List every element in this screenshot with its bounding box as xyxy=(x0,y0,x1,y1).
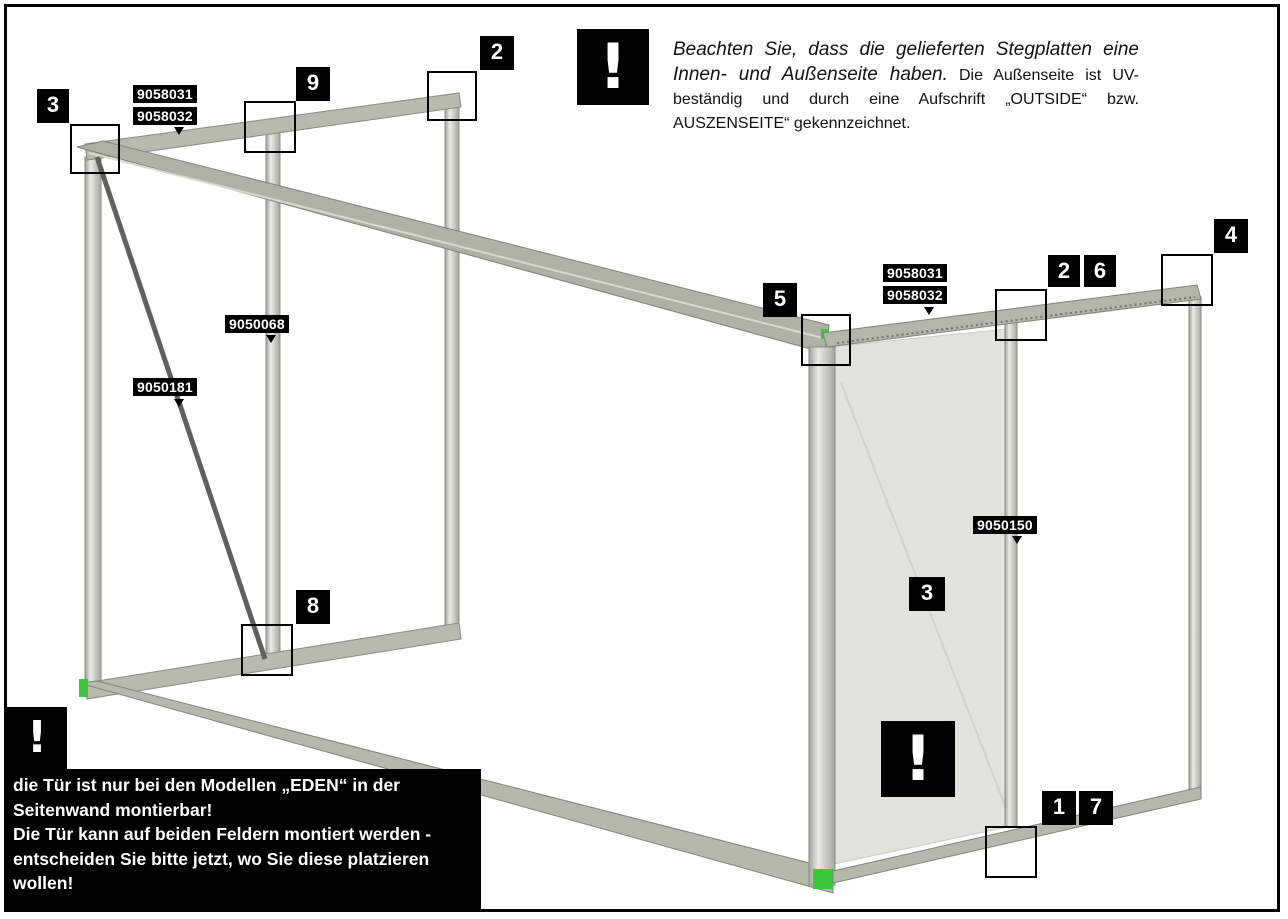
callout-box-9 xyxy=(244,101,296,153)
part-code-pointer xyxy=(1012,536,1022,544)
part-code-pointer xyxy=(924,307,934,315)
step-number-6: 6 xyxy=(1084,255,1116,287)
post-back-left xyxy=(84,156,102,688)
part-code-pointer xyxy=(266,335,276,343)
part-code-label: 9058032 xyxy=(883,286,947,304)
door-notice-line2: Die Tür kann auf beiden Feldern montiert… xyxy=(13,824,432,893)
brace-9050181 xyxy=(94,156,268,660)
callout-box-4 xyxy=(1161,254,1213,306)
callout-box-3 xyxy=(70,124,120,174)
step-number-4: 4 xyxy=(1214,219,1248,253)
notice-text: Die Außenseite ist UV-beständig und durc… xyxy=(673,67,1140,132)
part-code-label: 9058031 xyxy=(133,85,197,103)
step-number-8: 8 xyxy=(296,590,330,624)
part-code-label: 9050150 xyxy=(973,516,1037,534)
assembly-diagram: 3 9 2 5 2 6 4 8 3 1 7 9058031 9058032 90… xyxy=(4,4,1280,912)
part-code-pointer xyxy=(174,127,184,135)
door-notice-line1: die Tür ist nur bei den Modellen „EDEN“ … xyxy=(13,775,400,820)
step-number-9: 9 xyxy=(296,67,330,101)
post-back-right xyxy=(444,100,460,638)
beam-eave-front xyxy=(76,140,830,354)
corner-green-bottom-left xyxy=(79,679,88,697)
beam-side-top-teeth xyxy=(836,296,1196,344)
door-notice: die Tür ist nur bei den Modellen „EDEN“ … xyxy=(7,769,481,909)
part-code-label: 9058032 xyxy=(133,107,197,125)
step-number-3: 3 xyxy=(37,89,69,123)
callout-box-17 xyxy=(985,826,1037,878)
step-number-5: 5 xyxy=(763,283,797,317)
beam-side-top xyxy=(822,284,1202,348)
callout-box-5 xyxy=(801,314,851,366)
step-number-3: 3 xyxy=(909,577,945,611)
corner-green-bottom xyxy=(813,869,833,889)
callout-box-8 xyxy=(241,624,293,676)
notice-italic-text: Beachten Sie, dass die gelieferten Steg­… xyxy=(673,39,1139,85)
step-number-7: 7 xyxy=(1079,791,1113,825)
beam-back-top xyxy=(84,92,462,161)
exclamation-icon: ! xyxy=(577,29,649,105)
part-code-label: 9050068 xyxy=(225,315,289,333)
exclamation-icon: ! xyxy=(7,707,67,769)
post-front-corner xyxy=(808,346,836,886)
post-far-right xyxy=(1188,296,1202,790)
callout-box-2-top xyxy=(427,71,477,121)
part-code-pointer xyxy=(174,399,184,407)
step-number-2: 2 xyxy=(1048,255,1080,287)
post-mid-right xyxy=(1004,320,1018,828)
callout-box-26 xyxy=(995,289,1047,341)
part-code-label: 9050181 xyxy=(133,378,197,396)
outer-side-notice: Beachten Sie, dass die gelieferten Steg­… xyxy=(673,38,1139,136)
post-9050068 xyxy=(265,128,281,660)
exclamation-icon: ! xyxy=(881,721,955,797)
part-code-label: 9058031 xyxy=(883,264,947,282)
step-number-2: 2 xyxy=(480,36,514,70)
beam-eave-highlight xyxy=(88,152,828,340)
step-number-1: 1 xyxy=(1042,791,1076,825)
